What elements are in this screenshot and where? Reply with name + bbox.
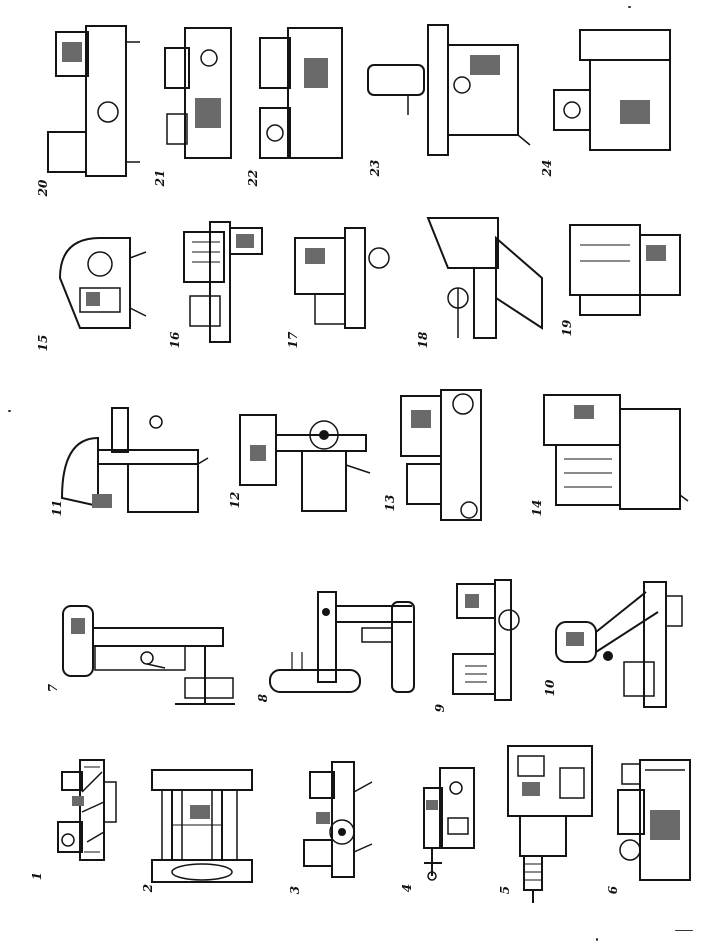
scan-speck bbox=[8, 410, 11, 412]
figure-number-22: 22 bbox=[246, 169, 260, 187]
machine-1-lathe bbox=[32, 752, 132, 867]
figure-number-19: 19 bbox=[560, 319, 574, 337]
machine-9-bed-machine bbox=[435, 570, 540, 710]
machine-13-cabinet-machine bbox=[385, 380, 505, 535]
machine-24-cabinet-machine bbox=[540, 20, 695, 170]
figure-number-13: 13 bbox=[383, 494, 397, 512]
figure-number-1: 1 bbox=[30, 871, 44, 881]
machine-12-lathe bbox=[230, 395, 378, 530]
figure-number-6: 6 bbox=[606, 885, 620, 895]
figure-number-9: 9 bbox=[433, 703, 447, 713]
figure-number-7: 7 bbox=[46, 683, 60, 693]
figure-number-21: 21 bbox=[153, 169, 167, 187]
figure-number-8: 8 bbox=[256, 693, 270, 703]
figure-number-16: 16 bbox=[168, 331, 182, 349]
machine-21-cabinet-machine bbox=[155, 18, 243, 168]
figure-number-3: 3 bbox=[288, 885, 302, 895]
figure-number-24: 24 bbox=[540, 159, 554, 177]
figure-number-23: 23 bbox=[368, 159, 382, 177]
machine-8-radial-drill bbox=[262, 582, 422, 702]
machine-5-cabinet-machine bbox=[500, 738, 600, 908]
machine-23-column-machine bbox=[358, 15, 538, 165]
machine-11-cabinet-machine bbox=[52, 398, 214, 528]
machine-4-lathe bbox=[402, 758, 482, 886]
machine-6-cabinet-machine bbox=[610, 750, 698, 900]
machine-19-cabinet-machine bbox=[560, 205, 692, 325]
machine-16-bed-machine bbox=[170, 212, 275, 350]
scan-speck bbox=[628, 6, 631, 8]
figure-number-15: 15 bbox=[36, 334, 50, 352]
machine-17-cabinet-machine bbox=[285, 218, 405, 338]
figure-number-18: 18 bbox=[416, 331, 430, 349]
machine-10-column-machine bbox=[548, 572, 698, 720]
scan-speck bbox=[596, 938, 598, 941]
machine-18-column-machine bbox=[418, 198, 550, 348]
scan-speck bbox=[675, 930, 693, 931]
figure-number-2: 2 bbox=[141, 883, 155, 893]
figure-number-14: 14 bbox=[530, 499, 544, 517]
machine-2-two-column-machine bbox=[142, 760, 257, 895]
figure-number-11: 11 bbox=[50, 499, 64, 517]
figure-number-5: 5 bbox=[498, 885, 512, 895]
machine-22-cabinet-machine bbox=[248, 18, 353, 173]
figure-number-10: 10 bbox=[543, 679, 557, 697]
figure-number-20: 20 bbox=[36, 179, 50, 197]
figure-number-12: 12 bbox=[228, 491, 242, 509]
machine-20-lathe bbox=[30, 12, 150, 187]
machine-15-lathe bbox=[40, 218, 155, 343]
machine-3-lathe bbox=[290, 752, 382, 887]
figure-number-17: 17 bbox=[286, 331, 300, 349]
machine-14-cabinet-machine bbox=[534, 375, 692, 525]
machine-7-column-drill bbox=[55, 598, 243, 716]
figure-number-4: 4 bbox=[400, 883, 414, 893]
